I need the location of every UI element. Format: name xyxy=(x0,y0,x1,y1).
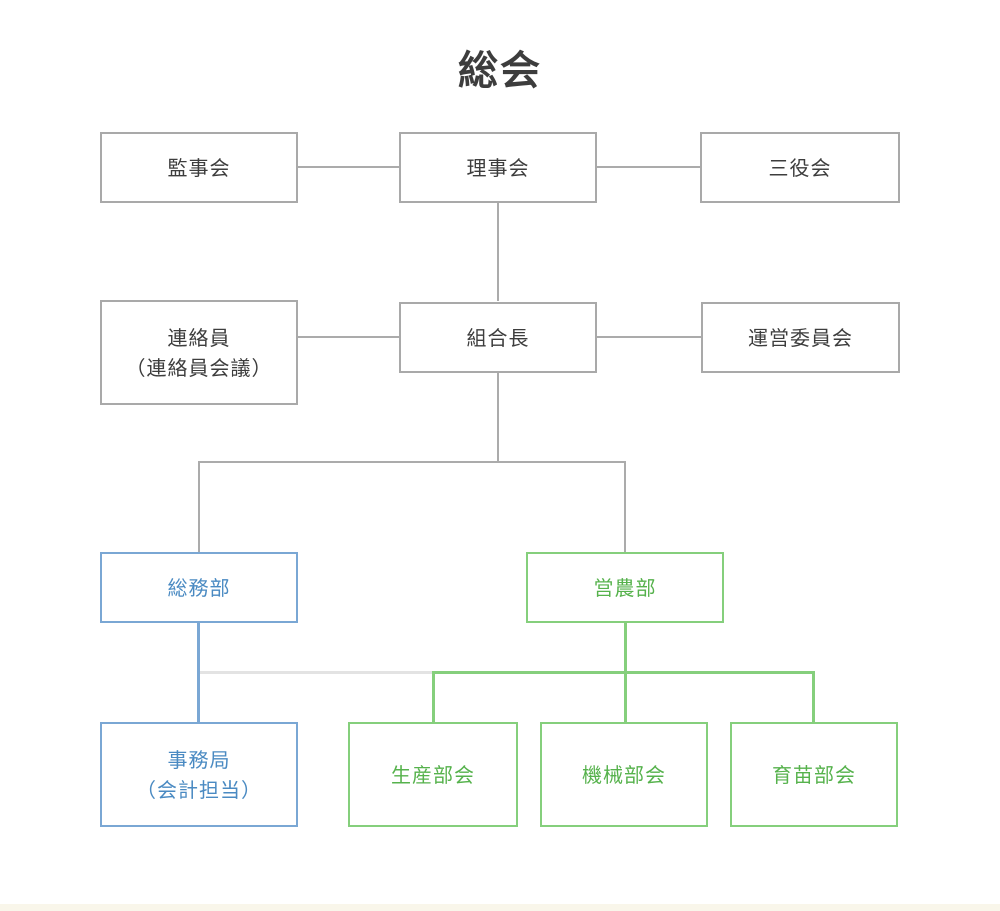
steering-committee-box: 運営委員会 xyxy=(701,302,900,373)
secretariat-label-line2: （会計担当） xyxy=(136,777,262,802)
union-president-box: 組合長 xyxy=(399,302,597,373)
footer-band xyxy=(0,904,1000,911)
connector-directors-to-officers xyxy=(597,166,700,168)
connector-drop-seedling xyxy=(812,671,815,722)
liaison-box: 連絡員 （連絡員会議） xyxy=(100,300,298,405)
auditors-board-box: 監事会 xyxy=(100,132,298,203)
seedling-committee-box: 育苗部会 xyxy=(730,722,898,827)
production-committee-label: 生産部会 xyxy=(391,762,475,787)
machinery-committee-box: 機械部会 xyxy=(540,722,708,827)
seedling-committee-label: 育苗部会 xyxy=(772,762,856,787)
general-affairs-dept-box: 総務部 xyxy=(100,552,298,623)
connector-general-affairs-to-secretariat xyxy=(197,623,200,722)
connector-light-link xyxy=(200,671,432,674)
production-committee-box: 生産部会 xyxy=(348,722,518,827)
secretariat-label-line1: 事務局 xyxy=(167,747,231,772)
connector-president-to-steering xyxy=(597,336,701,338)
farming-dept-box: 営農部 xyxy=(526,552,724,623)
connector-farming-down xyxy=(624,623,627,671)
board-of-directors-label: 理事会 xyxy=(466,155,530,180)
three-officers-box: 三役会 xyxy=(700,132,900,203)
steering-committee-label: 運営委員会 xyxy=(748,325,853,350)
three-officers-label: 三役会 xyxy=(768,155,832,180)
liaison-label-line1: 連絡員 xyxy=(167,325,231,350)
farming-dept-label: 営農部 xyxy=(593,575,657,600)
general-affairs-dept-label: 総務部 xyxy=(167,575,231,600)
connector-auditors-to-directors xyxy=(298,166,399,168)
board-of-directors-box: 理事会 xyxy=(399,132,597,203)
connector-president-down xyxy=(497,372,499,461)
union-president-label: 組合長 xyxy=(466,325,530,350)
machinery-committee-label: 機械部会 xyxy=(582,762,666,787)
liaison-label-line2: （連絡員会議） xyxy=(125,355,273,380)
auditors-board-label: 監事会 xyxy=(167,155,231,180)
connector-drop-machinery xyxy=(624,671,627,722)
connector-directors-to-president xyxy=(497,203,499,301)
org-chart-title: 総会 xyxy=(458,48,542,94)
connector-drop-farming xyxy=(624,461,626,552)
secretariat-box: 事務局 （会計担当） xyxy=(100,722,298,827)
connector-drop-general-affairs xyxy=(198,461,200,552)
connector-liaison-to-president xyxy=(298,336,399,338)
connector-drop-production xyxy=(432,671,435,722)
connector-dept-crossbar xyxy=(198,461,626,463)
connector-farming-crossbar xyxy=(432,671,815,674)
